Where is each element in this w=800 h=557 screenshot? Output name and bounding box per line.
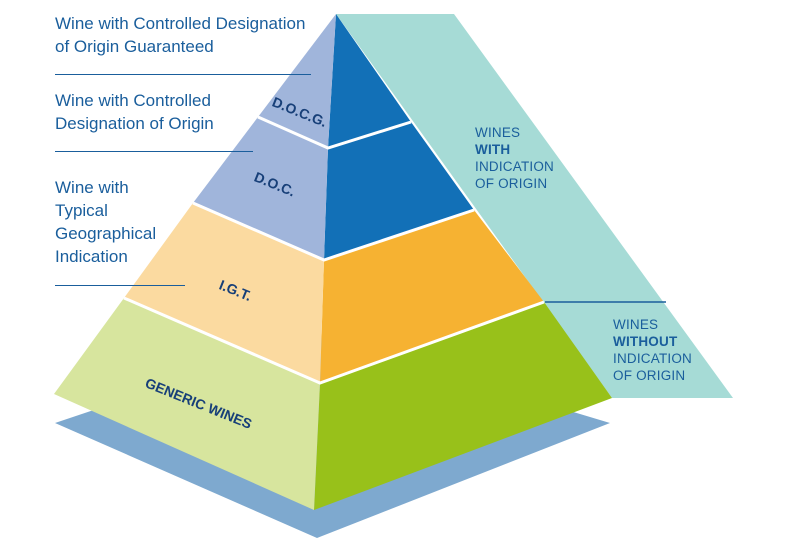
docg-description: Wine with Controlled Designation of Orig… (55, 14, 306, 56)
igt-left-face (124, 203, 324, 383)
docg-left-face (258, 14, 336, 148)
docg-right-face (328, 14, 411, 148)
without-origin-label: WINES WITHOUT INDICATION OF ORIGIN (613, 317, 692, 383)
igt-description: Wine with Typical Geographical Indicatio… (55, 178, 157, 266)
doc-right-face (324, 122, 474, 260)
doc-description: Wine with Controlled Designation of Orig… (55, 91, 214, 133)
igt-leader-line (55, 285, 185, 286)
tier-separators (123, 115, 545, 385)
generic-left-face (54, 298, 320, 510)
igt-right-face (320, 210, 544, 383)
with-origin-label: WINES WITH INDICATION OF ORIGIN (475, 125, 554, 191)
doc-leader-line (55, 151, 253, 152)
generic-right-face (314, 302, 612, 510)
doc-left-face (193, 117, 328, 260)
docg-leader-line (55, 74, 311, 75)
